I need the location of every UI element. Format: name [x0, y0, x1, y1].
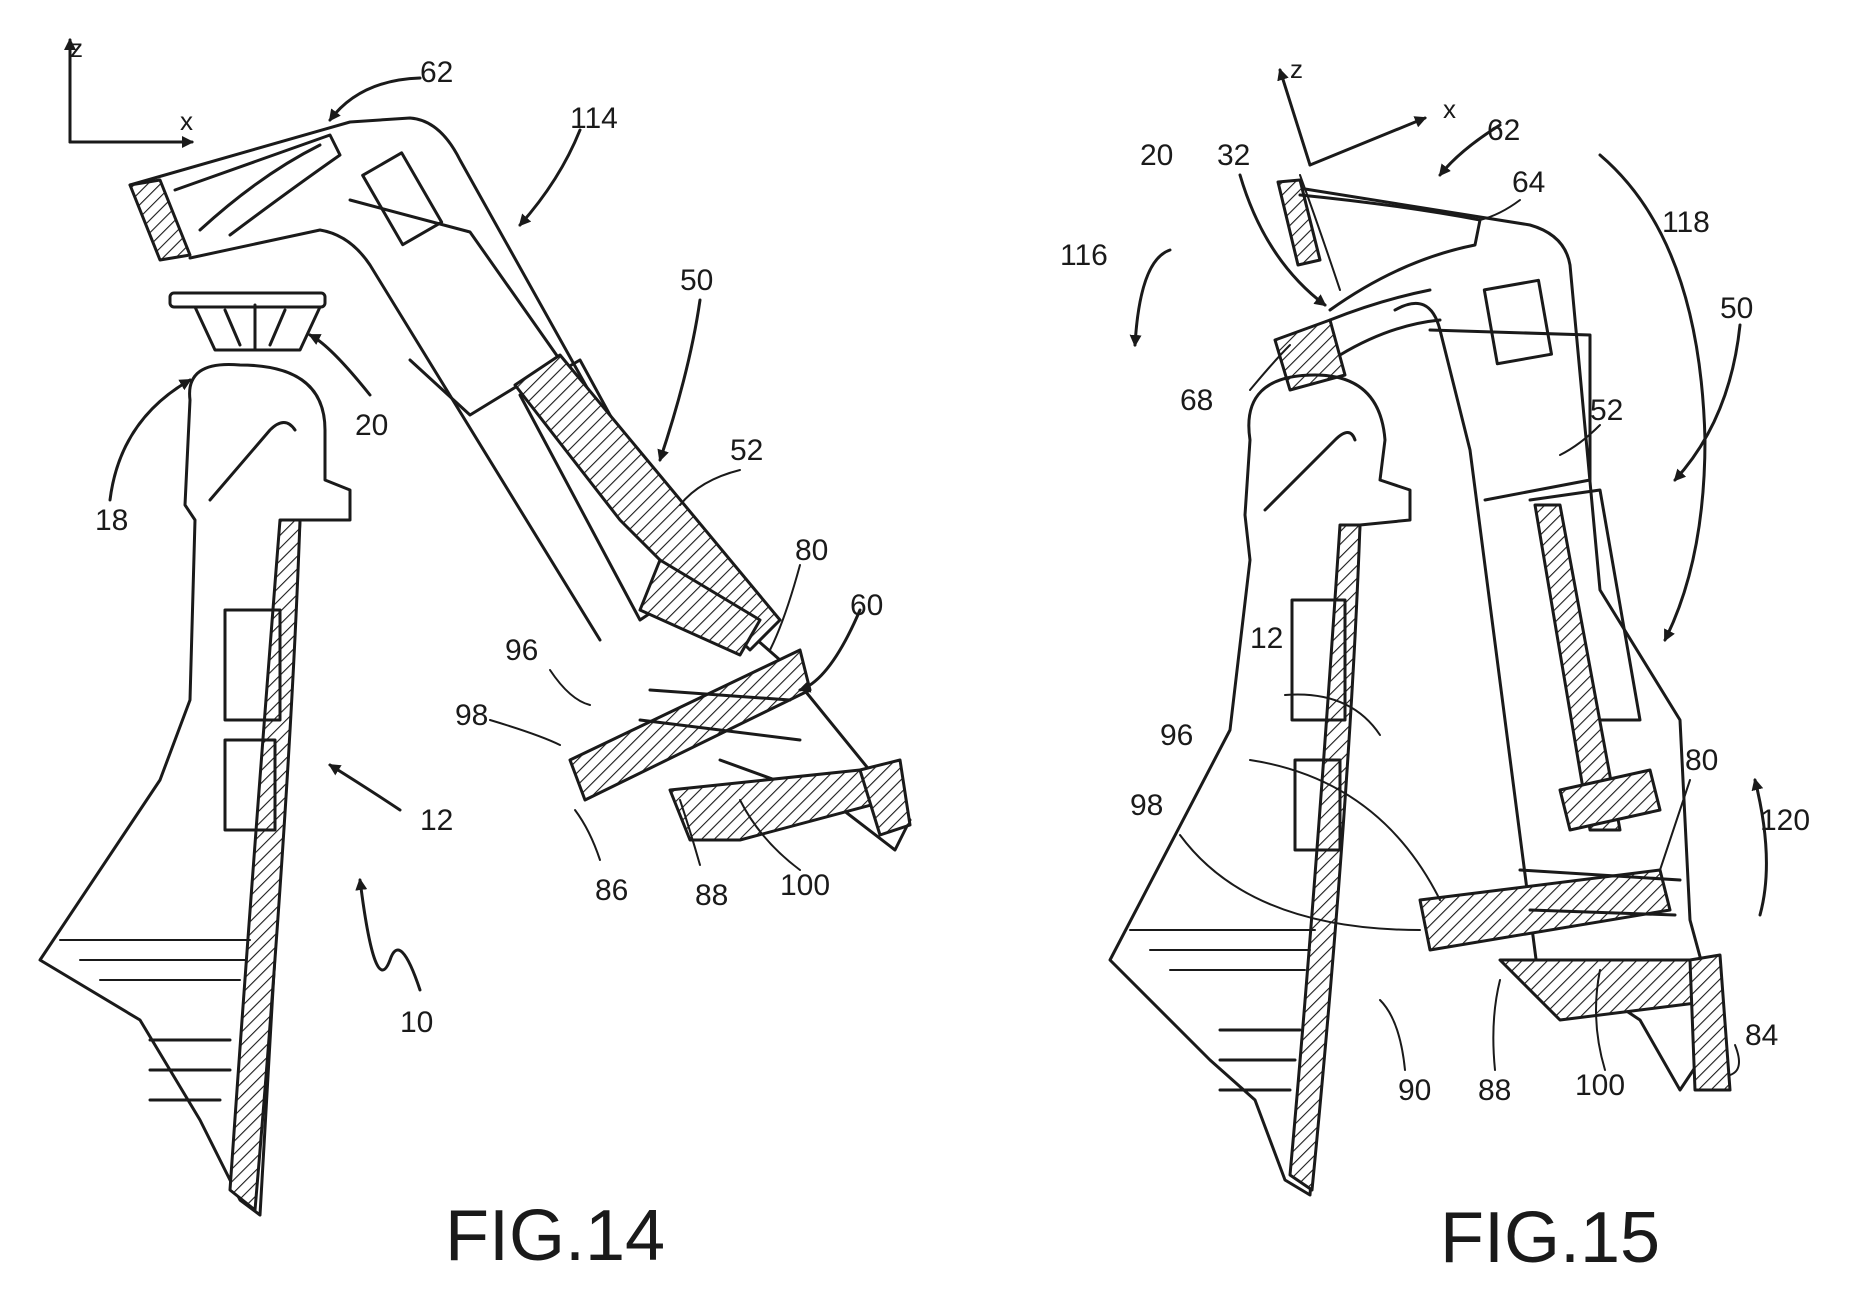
ref-90: 90 [1398, 1074, 1431, 1107]
ref-20: 20 [355, 409, 388, 442]
ref-12: 12 [1250, 622, 1283, 655]
ref-52: 52 [730, 434, 763, 467]
axes-indicator [1277, 68, 1427, 167]
ref-98: 98 [455, 699, 488, 732]
ref-80: 80 [795, 534, 828, 567]
ref-62: 62 [420, 56, 453, 89]
ref-84: 84 [1745, 1019, 1778, 1052]
pillar-trim [38, 362, 352, 1217]
ref-86: 86 [595, 874, 628, 907]
ref-50: 50 [680, 264, 713, 297]
ref-50: 50 [1720, 292, 1753, 325]
axes-indicator [64, 38, 194, 148]
ref-100: 100 [780, 869, 830, 902]
fig15-labels: z x 62 64 20 32 116 118 50 68 52 12 96 9… [1060, 54, 1810, 1278]
axis-z-label: z [1290, 54, 1303, 84]
fig14-labels: z x 62 114 50 52 80 60 20 18 96 98 86 88… [70, 33, 883, 1276]
ref-52: 52 [1590, 394, 1623, 427]
pillar-trim [1108, 373, 1412, 1197]
ref-68: 68 [1180, 384, 1213, 417]
ref-116: 116 [1060, 239, 1108, 272]
figure-15: z x 62 64 20 32 116 118 50 68 52 12 96 9… [1060, 54, 1810, 1278]
latch-assembly [513, 353, 912, 842]
ref-114: 114 [570, 102, 618, 135]
clip-top [128, 133, 342, 262]
axis-z-label: z [70, 33, 83, 63]
ref-118: 118 [1662, 206, 1710, 239]
ref-12: 12 [420, 804, 453, 837]
figure-caption: FIG.14 [445, 1196, 665, 1276]
ref-80: 80 [1685, 744, 1718, 777]
figure-14: z x 62 114 50 52 80 60 20 18 96 98 86 88… [38, 33, 912, 1276]
ref-64: 64 [1512, 166, 1545, 199]
fig14-leaders [108, 76, 862, 992]
figure-caption: FIG.15 [1440, 1198, 1660, 1278]
ref-96: 96 [505, 634, 538, 667]
axis-x-label: x [1443, 94, 1456, 124]
ref-88: 88 [695, 879, 728, 912]
ref-10: 10 [400, 1006, 433, 1039]
ref-98: 98 [1130, 789, 1163, 822]
ref-120: 120 [1760, 804, 1810, 837]
ref-60: 60 [850, 589, 883, 622]
ref-32: 32 [1217, 139, 1250, 172]
fig15-leaders [1129, 123, 1768, 1076]
ref-20: 20 [1140, 139, 1173, 172]
ref-88: 88 [1478, 1074, 1511, 1107]
ref-18: 18 [95, 504, 128, 537]
fastener [168, 291, 327, 352]
ref-96: 96 [1160, 719, 1193, 752]
axis-x-label: x [180, 106, 193, 136]
latch-assembly [1418, 503, 1732, 1092]
ref-62: 62 [1487, 114, 1520, 147]
ref-100: 100 [1575, 1069, 1625, 1102]
